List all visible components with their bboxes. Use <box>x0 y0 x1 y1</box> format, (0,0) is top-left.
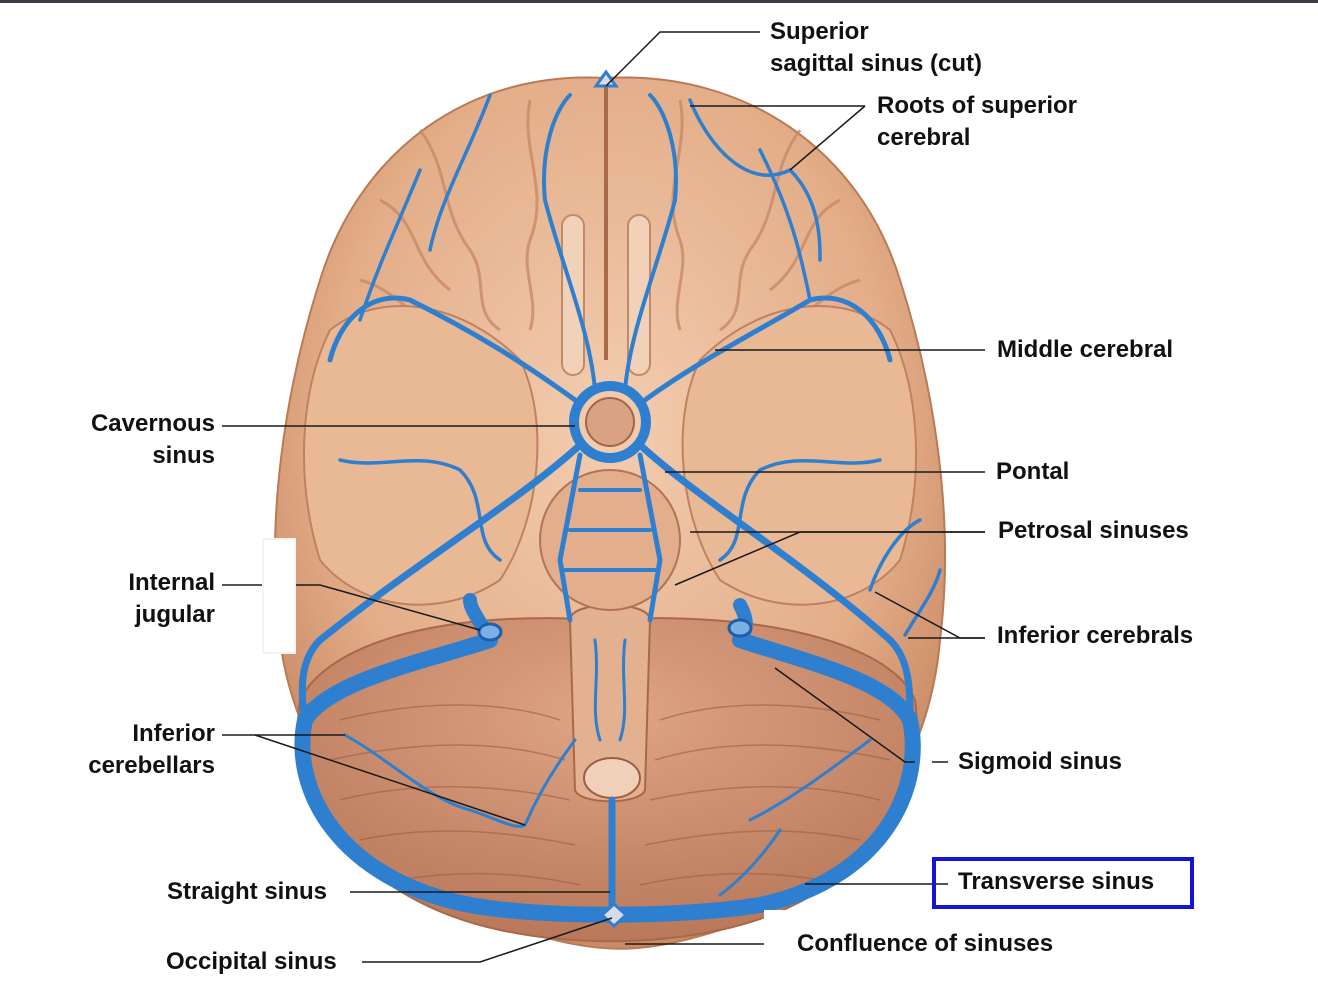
label-middle-cerebral: Middle cerebral <box>997 336 1174 363</box>
highlight-box-transverse-sinus <box>932 857 1194 909</box>
label-line: Cavernous <box>90 410 215 437</box>
label-confluence-of-sinuses: Confluence of sinuses <box>797 930 1054 957</box>
label-occipital-sinus: Occipital sinus <box>166 948 337 975</box>
mask-patch-confluence <box>764 910 1090 960</box>
label-transverse-sinus: Transverse sinus <box>958 868 1155 895</box>
mask-patch-jugular <box>262 538 296 654</box>
pituitary-stalk <box>585 397 635 447</box>
label-petrosal-sinuses: Petrosal sinuses <box>998 517 1189 544</box>
label-roots-superior-cerebral: Roots of superior cerebral <box>877 90 1077 154</box>
window-top-border <box>0 0 1318 3</box>
label-line: Inferior <box>132 720 215 747</box>
label-inferior-cerebrals: Inferior cerebrals <box>997 622 1194 649</box>
medulla-cut <box>583 757 641 799</box>
label-internal-jugular: Internal jugular <box>60 567 215 631</box>
pons <box>539 469 681 611</box>
label-line: cerebral <box>877 124 971 151</box>
cerebellar-folia <box>329 704 891 886</box>
label-cavernous-sinus: Cavernous sinus <box>60 408 215 472</box>
label-straight-sinus: Straight sinus <box>167 878 328 905</box>
temporal-lobe-left <box>302 305 539 606</box>
leader-lines <box>222 31 985 963</box>
label-inferior-cerebellars: Inferior cerebellars <box>40 718 215 782</box>
label-sigmoid-sinus: Sigmoid sinus <box>958 748 1123 775</box>
internal-jugular-left-opening <box>477 622 503 642</box>
label-line: cerebellars <box>88 752 215 779</box>
temporal-lobe-right <box>681 305 918 606</box>
label-pontal: Pontal <box>996 458 1070 485</box>
confluence-node <box>599 901 629 929</box>
label-line: Internal <box>128 569 215 596</box>
internal-jugular-right-opening <box>727 618 753 638</box>
label-line: Roots of superior <box>877 92 1078 119</box>
label-line: sagittal sinus (cut) <box>770 50 983 77</box>
label-line: Superior <box>770 18 869 45</box>
label-superior-sagittal-sinus: Superior sagittal sinus (cut) <box>770 16 982 80</box>
label-line: sinus <box>152 442 215 469</box>
label-line: jugular <box>134 601 215 628</box>
